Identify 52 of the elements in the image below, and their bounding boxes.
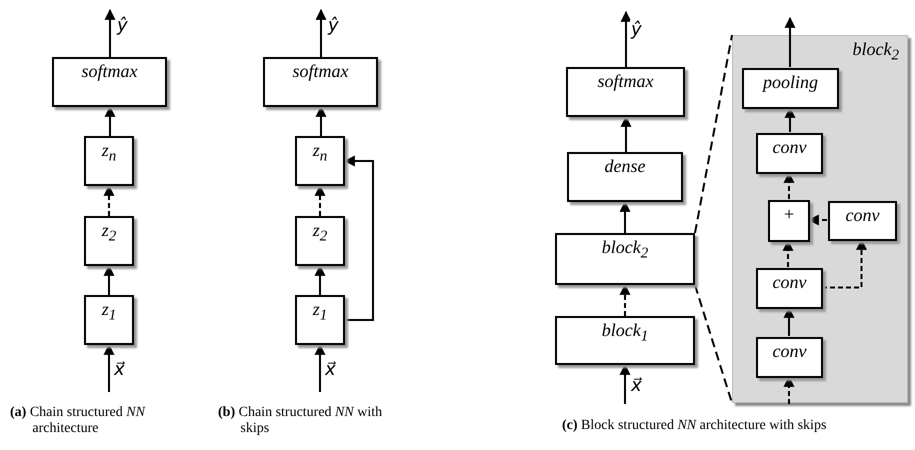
arrow xyxy=(784,172,794,199)
arrow xyxy=(314,184,326,216)
softmax-box: softmax xyxy=(52,57,167,107)
arrow xyxy=(314,264,326,295)
softmax-box: softmax xyxy=(263,57,378,107)
block-box: block$_{2}$ xyxy=(555,233,695,285)
arrow xyxy=(784,306,794,336)
arrow xyxy=(314,344,326,392)
arrow xyxy=(784,16,796,67)
zoom-line xyxy=(694,284,733,404)
panel-title: block$_{2}$ xyxy=(852,40,899,64)
arrow xyxy=(620,284,630,316)
arrow xyxy=(822,238,867,288)
layer-box: z$_{1}$ xyxy=(295,295,345,345)
sum-box: + xyxy=(768,200,810,242)
arrow xyxy=(104,264,114,295)
arrow xyxy=(620,10,632,67)
arrow xyxy=(104,106,116,136)
block-box: block$_{1}$ xyxy=(555,316,695,365)
conv-box: conv xyxy=(756,268,823,309)
arrow xyxy=(782,240,794,267)
arrow xyxy=(344,156,374,321)
arrow xyxy=(104,344,114,392)
pooling-box: pooling xyxy=(742,68,839,109)
arrow xyxy=(784,106,796,132)
edge-label: ŷ xyxy=(630,20,643,40)
arrow xyxy=(104,184,114,216)
conv-box: conv xyxy=(756,133,823,174)
dense-box: dense xyxy=(567,152,683,202)
arrow xyxy=(620,364,630,404)
layer-box: z$_{1}$ xyxy=(84,295,134,345)
edge-label: ŷ xyxy=(327,16,340,36)
arrow xyxy=(620,116,632,152)
figure-caption: (c) Block structured NN architecture with skips xyxy=(562,418,828,434)
conv-box: conv xyxy=(756,337,823,378)
layer-box: z$_{n}$ xyxy=(84,136,134,186)
arrow xyxy=(808,214,827,226)
zoom-line xyxy=(694,34,733,234)
layer-box: z$_{2}$ xyxy=(295,216,345,266)
layer-box: z$_{2}$ xyxy=(84,216,134,266)
arrow xyxy=(316,8,326,57)
figure-caption: (a) Chain structured NN architecture xyxy=(10,405,146,438)
block-detail-panel xyxy=(732,35,908,403)
conv-box: conv xyxy=(828,201,897,241)
arrow xyxy=(620,200,630,233)
arrow xyxy=(316,106,326,136)
layer-box: z$_{n}$ xyxy=(295,136,345,186)
edge-label: ŷ xyxy=(116,16,129,36)
arrow xyxy=(784,376,794,404)
softmax-box: softmax xyxy=(566,67,685,117)
arrow xyxy=(104,8,116,57)
figure-caption: (b) Chain structured NN with skips xyxy=(218,405,384,438)
